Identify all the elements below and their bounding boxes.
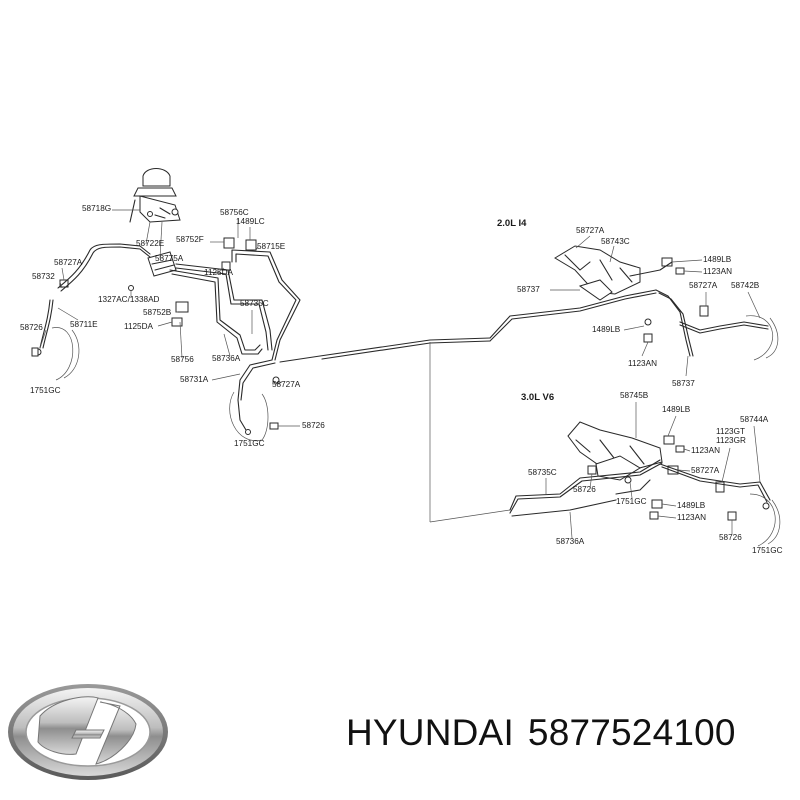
- part-label: 1751GC: [752, 546, 783, 555]
- part-label: 1123AN: [677, 513, 706, 522]
- part-label: 1123AN: [691, 446, 720, 455]
- part-number: 5877524100: [527, 712, 736, 753]
- part-label: 58727A: [272, 380, 301, 389]
- part-label: 58756: [171, 355, 194, 364]
- part-label: 1489LB: [592, 325, 621, 334]
- part-label: 1751GC: [234, 439, 265, 448]
- part-label: 58736A: [212, 354, 241, 363]
- proportioning-valve: [59, 237, 280, 384]
- part-label: 1125DA: [124, 322, 154, 331]
- part-label: 1123AN: [628, 359, 657, 368]
- part-label: 58752B: [143, 308, 172, 317]
- part-label: 58715E: [257, 242, 286, 251]
- i4-assembly: [489, 245, 779, 361]
- part-label: 58737: [672, 379, 695, 388]
- part-label: 58745B: [620, 391, 649, 400]
- part-label: 58727A: [689, 281, 718, 290]
- leader-lines: [39, 209, 761, 539]
- part-label: 1123GT: [716, 427, 745, 436]
- part-label: 58727A: [54, 258, 83, 267]
- part-label: 58775A: [155, 254, 184, 263]
- part-label: 58726: [573, 485, 596, 494]
- part-label: 1123AN: [703, 267, 732, 276]
- part-label: 58756C: [220, 208, 249, 217]
- part-label: 58732: [32, 272, 55, 281]
- part-label: 1489LC: [236, 217, 265, 226]
- part-label: 1489LB: [703, 255, 732, 264]
- hyundai-logo: [8, 684, 168, 780]
- part-label: 1123GR: [716, 436, 746, 445]
- v6-assembly: [509, 421, 781, 547]
- part-label: 58752F: [176, 235, 204, 244]
- part-label: 58722E: [136, 239, 165, 248]
- part-label: 58742B: [731, 281, 760, 290]
- part-label: 58726: [719, 533, 742, 542]
- part-label: 1489LB: [677, 501, 706, 510]
- part-label: 58711E: [70, 320, 98, 329]
- part-label: 1751GC: [30, 386, 61, 395]
- part-label: 1125DA: [204, 268, 234, 277]
- part-label: 58718G: [82, 204, 111, 213]
- part-label: 58726: [20, 323, 43, 332]
- part-label: 58735C: [240, 299, 269, 308]
- part-label: 58743C: [601, 237, 630, 246]
- left-assembly: [31, 168, 321, 442]
- part-label: 58735C: [528, 468, 557, 477]
- brand-caption: HYUNDAI 5877524100: [346, 712, 750, 754]
- part-label: 58736A: [556, 537, 585, 546]
- part-label: 1751GC: [616, 497, 647, 506]
- brand-name: HYUNDAI: [346, 712, 514, 753]
- variant-label-v6: 3.0L V6: [521, 392, 554, 403]
- part-label: 58731A: [180, 375, 209, 384]
- part-label: 58737: [517, 285, 540, 294]
- part-label: 58726: [302, 421, 325, 430]
- variant-label-i4: 2.0L I4: [497, 218, 527, 229]
- part-label: 1327AC/1338AD: [98, 295, 160, 304]
- part-label: 1489LB: [662, 405, 691, 414]
- part-label: 58727A: [576, 226, 605, 235]
- master-cylinder: [129, 168, 181, 223]
- part-label: 58744A: [740, 415, 769, 424]
- part-label: 58727A: [691, 466, 720, 475]
